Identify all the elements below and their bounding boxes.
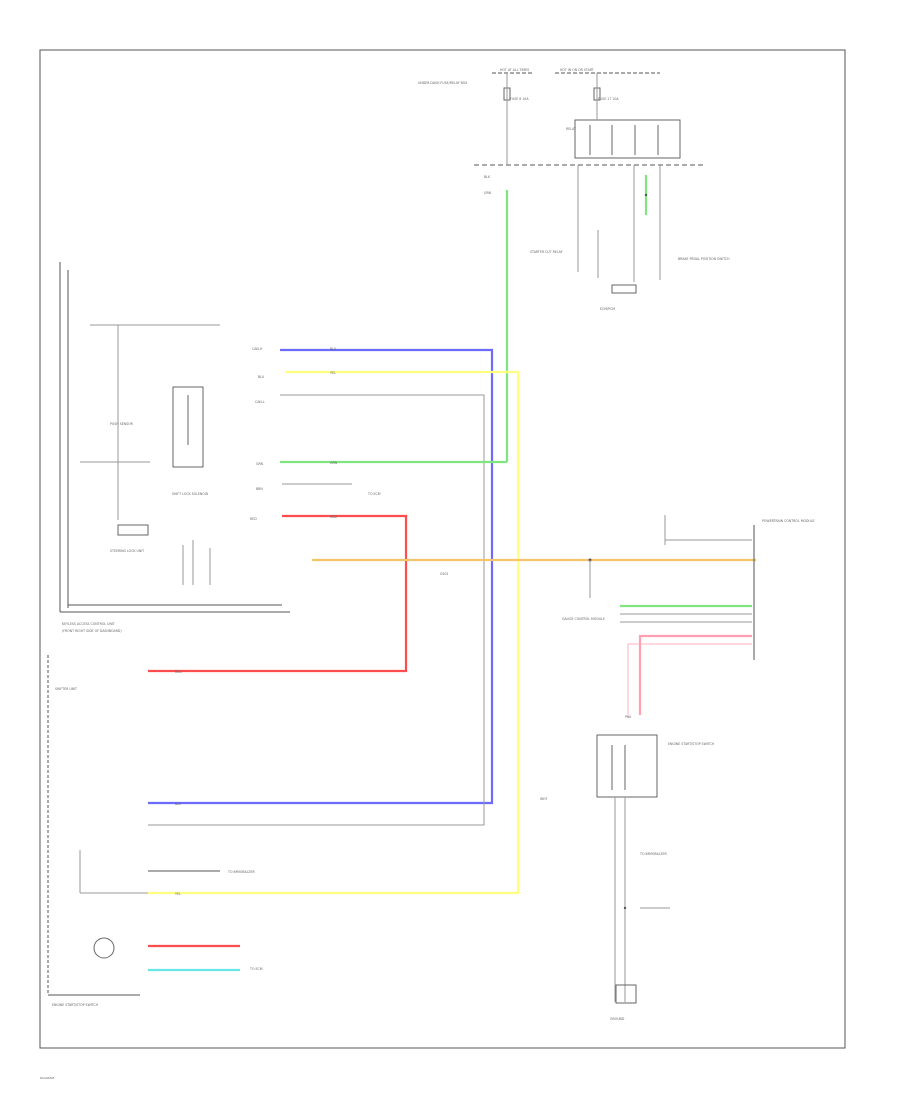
ctrl-unit-sublabel: (FRONT RIGHT SIDE OF DASHBOARD) — [62, 629, 122, 633]
ecm-label: ECM/PCM — [600, 307, 615, 311]
wl-grn-1: GRN — [330, 461, 338, 465]
wl-blu-1: BLU — [330, 347, 337, 351]
wire-label-blk-top: BLK — [484, 175, 491, 179]
gray-wire-a — [148, 394, 485, 826]
red-wire — [148, 514, 408, 673]
pin-label-blu: BLU — [258, 375, 265, 379]
wl-ylw-2: YEL — [175, 892, 181, 896]
fuse-box-label: UNDER-DASH FUSE/RELAY BOX — [418, 81, 468, 85]
lock-unit-label: STEERING LOCK UNIT — [110, 549, 144, 553]
pin-label-can-l: CAN-L — [255, 400, 265, 404]
engine-switch-icon — [596, 734, 658, 798]
brake-switch-label: BRAKE PEDAL POSITION SWITCH — [678, 257, 730, 261]
fuse-a-label: FUSE 6 10A — [510, 97, 529, 101]
relay-label: RELAY — [566, 127, 576, 131]
footer-label: DIAGRAM — [40, 1076, 55, 1080]
lower-left-group: SHIFTER UNIT TO IMMOBILIZER TO ECM ENGIN… — [47, 655, 263, 1007]
wl-blu-2: BLU — [175, 802, 182, 806]
pin-label-red: RED — [250, 517, 257, 521]
diagram-frame — [39, 49, 846, 1049]
ctrl-unit-label: KEYLESS ACCESS CONTROL UNIT — [62, 622, 115, 626]
to-ecm-label: TO ECM — [367, 492, 381, 496]
hot-at-all-times-label: HOT AT ALL TIMES — [500, 68, 529, 72]
starter-relay-label: STARTER CUT RELAY — [530, 250, 563, 254]
shift-lock-solenoid-icon — [172, 386, 204, 468]
wl-red-1: RED — [330, 515, 337, 519]
gauge-cluster-label: GAUGE CONTROL MODULE — [562, 617, 605, 621]
yellow-wire — [148, 370, 520, 895]
push-sensor-label: PUSH SENSOR — [110, 422, 134, 426]
shift-lock-label: SHIFT LOCK SOLENOID — [172, 492, 209, 496]
wl-ylw-1: YEL — [330, 371, 336, 375]
control-unit-group: KEYLESS ACCESS CONTROL UNIT (FRONT RIGHT… — [59, 262, 290, 633]
engine-switch-bottom-label: ENGINE START/STOP SWITCH — [52, 1003, 99, 1007]
g501-label: G501 — [440, 572, 449, 576]
wl-red-2: RED — [175, 670, 182, 674]
wl-pnk: PNK — [625, 715, 632, 719]
to-immob-label: TO IMMOBILIZER — [639, 852, 667, 856]
hot-in-on-label: HOT IN ON OR START — [560, 68, 594, 72]
powertrain-group: POWERTRAIN CONTROL MODULE — [620, 515, 815, 715]
powertrain-label: POWERTRAIN CONTROL MODULE — [762, 519, 815, 523]
pin-label-brn: BRN — [256, 487, 263, 491]
fuse-box-group: HOT AT ALL TIMES HOT IN ON OR START UNDE… — [418, 68, 705, 195]
pin-label-can-h: CAN-H — [252, 347, 263, 351]
engine-switch-label: ENGINE START/STOP SWITCH — [668, 742, 715, 746]
relay-block — [574, 119, 681, 159]
fuse-b-label: FUSE 17 10A — [598, 97, 619, 101]
wht-label: WHT — [540, 797, 548, 801]
pin-label-grn: GRN — [256, 462, 264, 466]
to-immob-left-label: TO IMMOBILIZER — [227, 870, 255, 874]
engine-switch-group: ENGINE START/STOP SWITCH WHT TO IMMOBILI… — [540, 734, 715, 1021]
shifter-unit-label: SHIFTER UNIT — [55, 687, 77, 691]
connector-pins: CAN-H BLU CAN-L GRN BRN RED — [250, 347, 265, 521]
ground-label: GROUND — [610, 1017, 625, 1021]
starter-group: STARTER CUT RELAY BRAKE PEDAL POSITION S… — [530, 165, 730, 311]
to-ecm-left-label: TO ECM — [249, 967, 263, 971]
wire-label-grn-top: GRN — [484, 191, 492, 195]
blue-wire — [148, 348, 494, 805]
gauge-icon — [93, 937, 115, 959]
